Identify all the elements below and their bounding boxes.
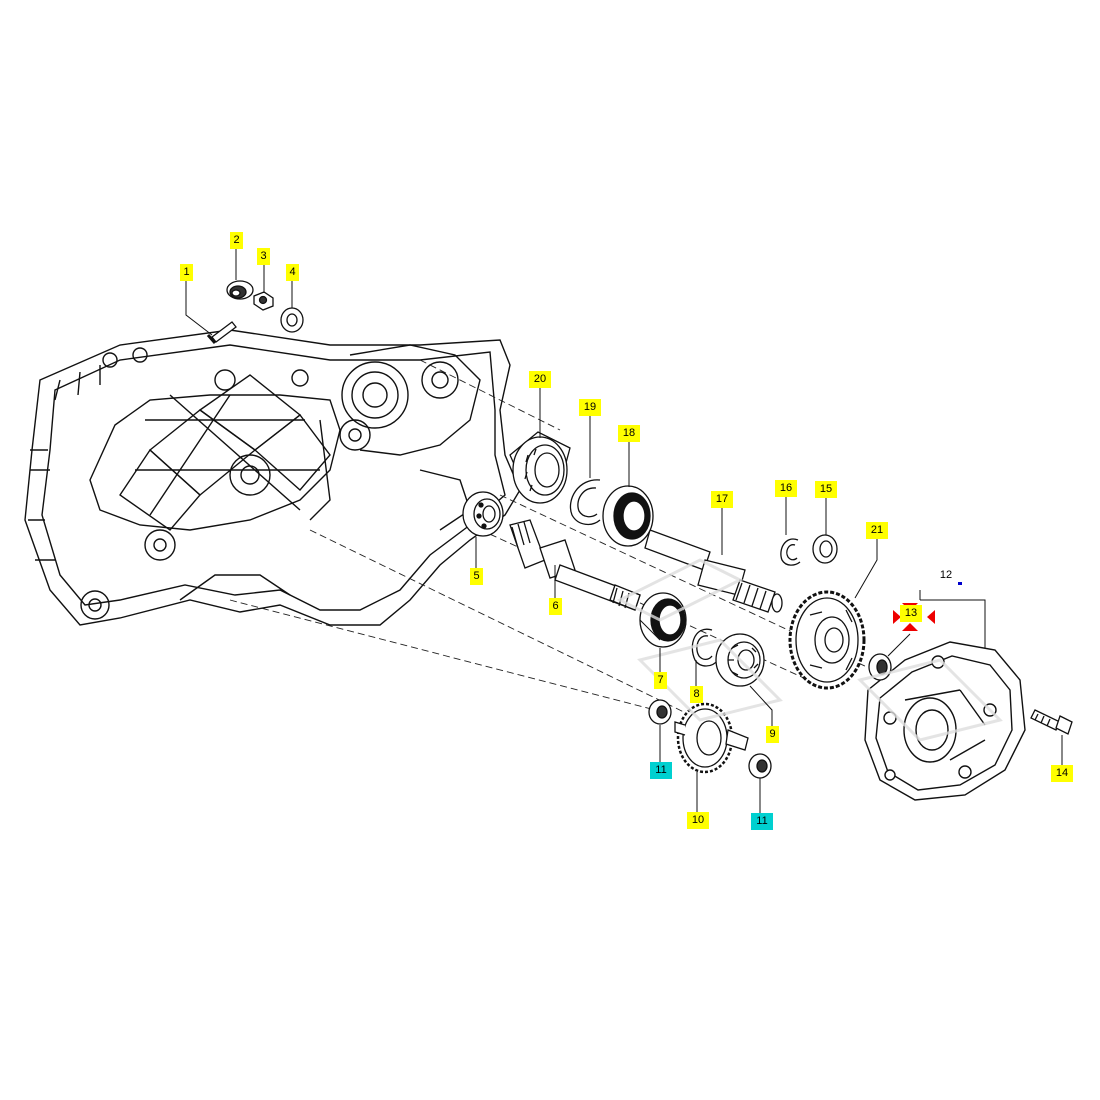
callout-15: 15 <box>815 481 837 498</box>
callout-18: 18 <box>618 425 640 442</box>
callout-17: 17 <box>711 491 733 508</box>
callout-9: 9 <box>766 726 779 743</box>
bearing-part-5 <box>462 491 504 537</box>
callout-11-left: 11 <box>650 762 672 779</box>
nut-part-3 <box>253 291 274 311</box>
callout-12: 12 <box>939 569 953 581</box>
circlip-part-8 <box>691 628 719 667</box>
gear-part-21 <box>788 590 866 690</box>
bushing-part-2 <box>226 280 254 300</box>
callout-13: 13 <box>900 605 922 622</box>
bearing-part-18 <box>602 485 654 547</box>
callout-16: 16 <box>775 480 797 497</box>
bolt-part-1 <box>206 321 237 344</box>
callout-10: 10 <box>687 812 709 829</box>
callout-19: 19 <box>579 399 601 416</box>
callout-4: 4 <box>286 264 299 281</box>
washer-part-4 <box>280 307 304 333</box>
bolt-part-14 <box>1030 709 1073 735</box>
circlip-part-16 <box>780 538 801 566</box>
callout-12-bracket <box>919 590 986 648</box>
callout-8: 8 <box>690 686 703 703</box>
callout-14: 14 <box>1051 765 1073 782</box>
watermark <box>616 558 1003 742</box>
callout-2: 2 <box>230 232 243 249</box>
cover-housing-part-12 <box>864 641 1026 801</box>
callout-7: 7 <box>654 672 667 689</box>
crankcase-housing <box>24 329 521 626</box>
callout-21: 21 <box>866 522 888 539</box>
shaft-part-17 <box>644 529 783 613</box>
callout-6: 6 <box>549 598 562 615</box>
callout-1: 1 <box>180 264 193 281</box>
callout-20: 20 <box>529 371 551 388</box>
bearing-part-11-right <box>748 753 772 779</box>
assembly-dash-lines <box>229 359 981 721</box>
circlip-part-19 <box>569 479 601 526</box>
callout-5: 5 <box>470 568 483 585</box>
callout-3: 3 <box>257 248 270 265</box>
shaft-part-6 <box>509 519 641 611</box>
gear-part-10 <box>674 702 749 774</box>
bearing-part-11-left <box>648 699 672 725</box>
seal-part-15 <box>812 534 838 564</box>
blue-dot-marker <box>958 582 962 585</box>
leader-lines <box>185 248 1063 813</box>
callout-11-right: 11 <box>751 813 773 830</box>
